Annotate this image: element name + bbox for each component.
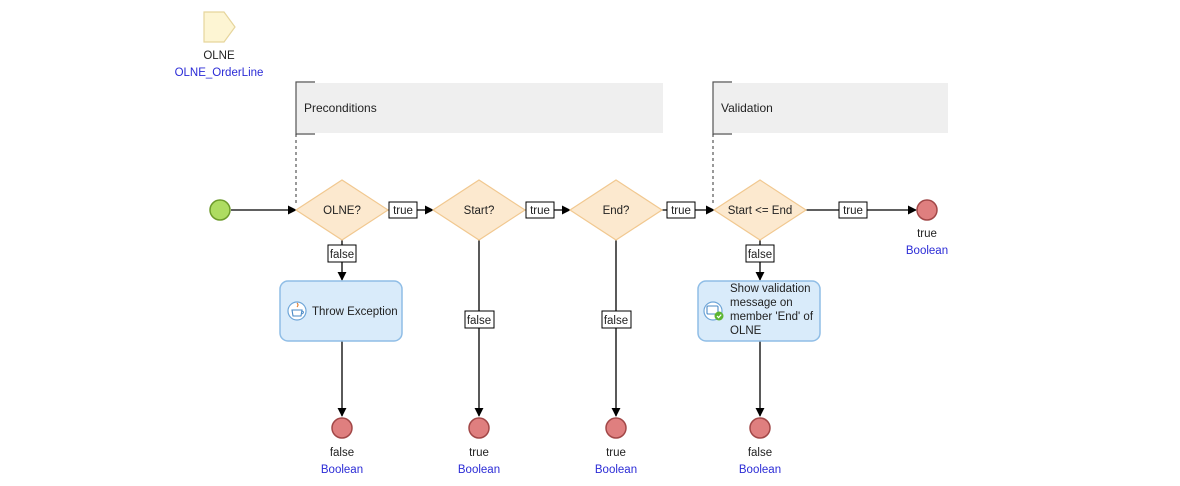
annotation-box — [713, 83, 948, 133]
end-event-circle — [605, 417, 627, 439]
end-event-circle — [331, 417, 353, 439]
decision-end[interactable]: End? — [568, 179, 664, 241]
edge-label-start-false: false — [464, 310, 495, 329]
parameter-icon — [203, 11, 236, 43]
edge-label-text: true — [671, 205, 691, 217]
annotation-box — [296, 83, 663, 133]
decision-shape — [568, 179, 664, 241]
end-event-value: true — [469, 447, 489, 459]
action-box — [697, 280, 821, 342]
end-event-invalid-range[interactable]: false Boolean — [739, 417, 781, 476]
parameter-olne[interactable]: OLNE OLNE_OrderLine — [175, 11, 264, 79]
end-event-circle — [916, 199, 938, 221]
end-event-olne-missing[interactable]: false Boolean — [321, 417, 363, 476]
end-event-value: true — [606, 447, 626, 459]
decision-label: OLNE? — [323, 205, 361, 217]
end-event-type: Boolean — [458, 464, 500, 476]
annotation-bracket — [295, 81, 315, 135]
end-event-start-missing[interactable]: true Boolean — [458, 417, 500, 476]
parameter-type: OLNE_OrderLine — [175, 67, 264, 79]
start-event[interactable] — [209, 199, 231, 221]
edge-label-start-true: true — [525, 201, 555, 219]
annotation-preconditions[interactable]: Preconditions — [295, 81, 663, 203]
action-label-line-2: message on — [730, 297, 793, 309]
end-event-circle — [749, 417, 771, 439]
validation-feedback-icon — [703, 301, 724, 321]
end-event-value: false — [748, 447, 772, 459]
java-action-icon — [287, 301, 307, 321]
annotation-text: Preconditions — [304, 101, 377, 115]
end-event-type: Boolean — [906, 245, 948, 257]
end-event-end-missing[interactable]: true Boolean — [595, 417, 637, 476]
action-label-line-4: OLNE — [730, 325, 762, 337]
action-box — [279, 280, 403, 342]
end-event-value: false — [330, 447, 354, 459]
decision-shape — [431, 179, 527, 241]
annotation-text: Validation — [721, 101, 773, 115]
end-event-type: Boolean — [321, 464, 363, 476]
decision-label: End? — [603, 205, 630, 217]
decision-start-le-end[interactable]: Start <= End — [712, 179, 808, 241]
end-event-circle — [468, 417, 490, 439]
annotation-validation[interactable]: Validation — [712, 81, 948, 203]
parameter-name: OLNE — [203, 50, 235, 62]
edge-label-text: true — [843, 205, 863, 217]
end-event-type: Boolean — [595, 464, 637, 476]
decision-label: Start <= End — [728, 205, 793, 217]
edge-label-end-true: true — [666, 201, 696, 219]
decision-olne[interactable]: OLNE? — [294, 179, 390, 241]
action-show-validation-message[interactable]: Show validation message on member 'End' … — [697, 280, 821, 342]
edge-label-text: true — [393, 205, 413, 217]
action-label: Throw Exception — [312, 306, 398, 318]
decision-shape — [294, 179, 390, 241]
action-throw-exception[interactable]: Throw Exception — [279, 280, 403, 342]
end-event-type: Boolean — [739, 464, 781, 476]
edge-label-range-false: false — [745, 244, 775, 263]
decision-label: Start? — [464, 205, 495, 217]
edge-label-text: false — [748, 249, 772, 261]
edge-label-olne-true: true — [388, 201, 418, 219]
edge-label-end-false: false — [601, 310, 632, 329]
edge-label-text: true — [530, 205, 550, 217]
edge-label-text: false — [604, 315, 628, 327]
edge-label-text: false — [467, 315, 491, 327]
decision-start[interactable]: Start? — [431, 179, 527, 241]
action-label-line-1: Show validation — [730, 283, 811, 295]
action-label-line-3: member 'End' of — [730, 311, 814, 323]
edge-label-olne-false: false — [327, 244, 357, 263]
decision-shape — [712, 179, 808, 241]
annotation-bracket — [712, 81, 732, 135]
end-event-value: true — [917, 228, 937, 240]
edge-label-range-true: true — [838, 201, 868, 219]
end-event-success[interactable]: true Boolean — [906, 199, 948, 257]
edge-label-text: false — [330, 249, 354, 261]
